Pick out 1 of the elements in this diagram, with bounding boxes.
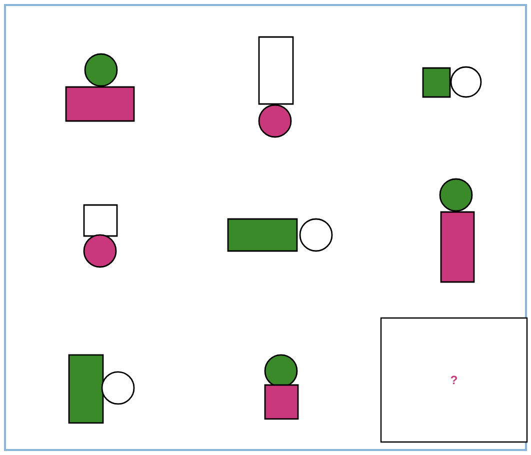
answer-box: ? [380,317,528,443]
